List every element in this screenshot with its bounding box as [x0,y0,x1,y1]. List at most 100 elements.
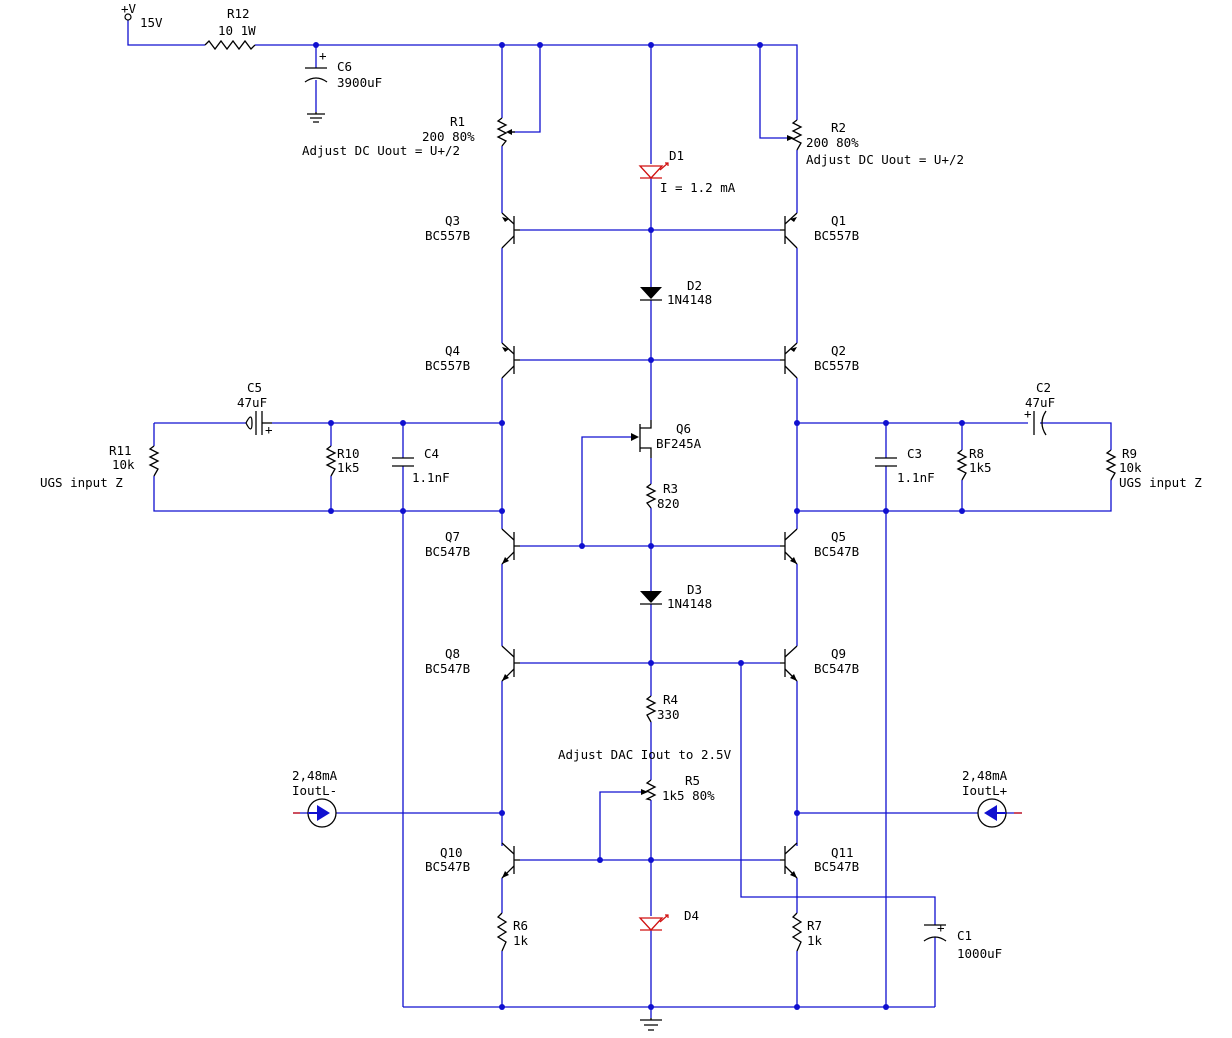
c1-value: 1000uF [957,946,1002,961]
d2-ref: D2 [687,278,702,293]
resistor-icon [204,39,256,51]
diode-d3: D3 1N4148 [640,582,712,611]
r6-ref: R6 [513,918,528,933]
r1-value: 200 80% [422,129,475,144]
c3-ref: C3 [907,446,922,461]
resistor-icon [148,445,160,477]
d3-value: 1N4148 [667,596,712,611]
c3-value: 1.1nF [897,470,935,485]
source-right-name: IoutL+ [962,783,1007,798]
r3-ref: R3 [663,481,678,496]
ground-icon [307,112,325,123]
resistor-r4: R4 330 [645,692,680,723]
r1-ref: R1 [450,114,465,129]
polarized-capacitor-icon [1041,410,1047,436]
r4-ref: R4 [663,692,678,707]
r5-note: Adjust DAC Iout to 2.5V [558,747,732,762]
capacitor-icon [875,457,897,467]
potentiometer-r1: R1 200 80% Adjust DC Uout = U+/2 [302,114,515,158]
q6-ref: Q6 [676,421,691,436]
r10-value: 1k5 [337,460,360,475]
c5-polarity: + [265,422,273,437]
resistor-icon [645,695,657,723]
q4-value: BC557B [425,358,470,373]
r9-ref: R9 [1122,446,1137,461]
potentiometer-r2: R2 200 80% Adjust DC Uout = U+/2 [787,119,964,167]
c2-polarity: + [1024,406,1032,421]
q1-ref: Q1 [831,213,846,228]
pnp-transistor-icon [780,212,798,249]
d2-value: 1N4148 [667,292,712,307]
transistor-q10: Q10 BC547B [425,842,520,879]
q4-ref: Q4 [445,343,460,358]
q7-value: BC547B [425,544,470,559]
c2-value: 47uF [1025,395,1055,410]
r12-value: 10 1W [218,23,256,38]
r11-value: 10k [112,457,135,472]
r8-ref: R8 [969,446,984,461]
supply-voltage: 15V [140,15,163,30]
led-icon [638,917,664,931]
q3-ref: Q3 [445,213,460,228]
diode-icon [640,591,662,603]
transistor-q1: Q1 BC557B [780,212,859,249]
transistor-q7: Q7 BC547B [425,528,520,565]
r8-value: 1k5 [969,460,992,475]
supply-terminal: +V 15V [121,1,163,30]
capacitor-c2: + C2 47uF [1024,380,1055,436]
resistor-r9: R9 10k UGS input Z [1105,446,1202,490]
r7-value: 1k [807,933,823,948]
potentiometer-icon [645,779,657,801]
r7-ref: R7 [807,918,822,933]
capacitor-c1: + C1 1000uF [923,920,1002,961]
resistor-r6: R6 1k [496,912,529,952]
diode-icon [640,287,662,299]
q10-value: BC547B [425,859,470,874]
polarized-capacitor-icon [923,936,947,942]
c6-value: 3900uF [337,75,382,90]
resistor-icon [791,912,803,952]
r9-value: 10k [1119,460,1142,475]
q1-value: BC557B [814,228,859,243]
source-left-current: 2,48mA [292,768,338,783]
q5-ref: Q5 [831,529,846,544]
led-d1: D1 I = 1.2 mA [638,148,736,195]
q5-value: BC547B [814,544,859,559]
q8-value: BC547B [425,661,470,676]
capacitor-c3: C3 1.1nF [875,446,935,485]
r11-note: UGS input Z [40,475,123,490]
jfet-icon [640,420,652,458]
transistor-q3: Q3 BC557B [425,212,520,249]
ground-symbol-c6 [307,112,325,123]
q8-ref: Q8 [445,646,460,661]
polarized-capacitor-icon [304,77,328,83]
polarized-capacitor-icon [245,416,253,430]
resistor-icon [1105,449,1117,481]
r4-value: 330 [657,707,680,722]
resistor-icon [645,483,657,509]
q7-ref: Q7 [445,529,460,544]
c1-polarity: + [937,920,945,935]
transistor-q8: Q8 BC547B [425,645,520,682]
c6-ref: C6 [337,59,352,74]
transistor-q11: Q11 BC547B [780,842,859,879]
r2-ref: R2 [831,120,846,135]
resistor-r10: R10 1k5 [325,445,360,477]
resistor-r7: R7 1k [791,912,823,952]
pnp-transistor-icon [501,342,520,379]
junction-dots [313,42,965,1010]
r5-ref: R5 [685,773,700,788]
capacitor-c4: C4 1.1nF [392,446,450,485]
c5-ref: C5 [247,380,262,395]
q2-ref: Q2 [831,343,846,358]
q3-value: BC557B [425,228,470,243]
source-right-current: 2,48mA [962,768,1008,783]
r9-note: UGS input Z [1119,475,1202,490]
c6-polarity: + [319,48,327,63]
transistor-q4: Q4 BC557B [425,342,520,379]
current-source-left: 2,48mA IoutL- [292,768,338,828]
q9-ref: Q9 [831,646,846,661]
c1-ref: C1 [957,928,972,943]
transistor-q2: Q2 BC557B [780,342,859,379]
